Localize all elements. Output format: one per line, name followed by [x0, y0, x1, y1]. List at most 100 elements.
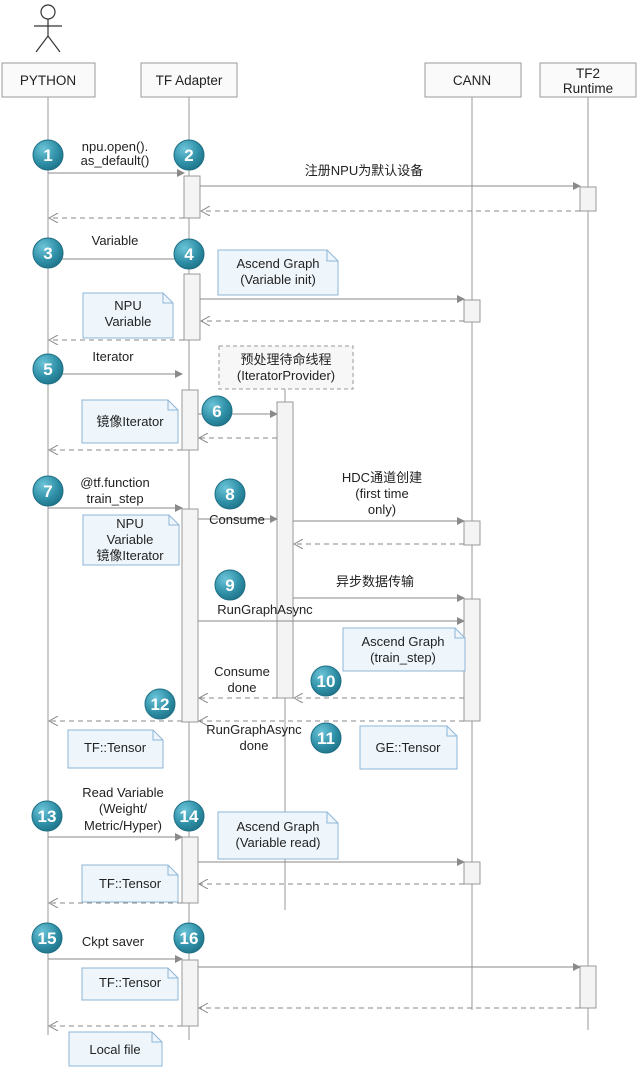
step-number: 15 — [38, 929, 57, 948]
step-badge: 14 — [173, 800, 205, 832]
step-badge-group: 1 2 3 4 5 6 7 8 9 10 11 12 13 14 15 16 — [31, 139, 342, 954]
message-label: train_step — [86, 491, 143, 506]
activation-bar — [463, 520, 481, 546]
activation-bar — [463, 598, 481, 722]
activation-bar — [181, 836, 199, 904]
note-box — [81, 864, 179, 903]
note-text: Variable — [105, 314, 152, 329]
participant-tf2runtime: TF2 Runtime — [539, 62, 637, 98]
step-number: 11 — [317, 729, 335, 748]
note-text: TF::Tensor — [99, 876, 162, 891]
step-number: 5 — [43, 360, 52, 379]
message-label: @tf.function — [80, 475, 150, 490]
note-text: 预处理待命线程 — [240, 352, 331, 367]
step-badge: 15 — [31, 922, 63, 954]
step-number: 2 — [184, 146, 193, 165]
activation-bar — [181, 959, 199, 1027]
actor-icon — [34, 4, 62, 53]
note-box — [67, 729, 164, 769]
message-label: Metric/Hyper) — [84, 818, 162, 833]
step-number: 13 — [38, 807, 57, 826]
message-label: Iterator — [92, 349, 134, 364]
step-badge: 10 — [310, 665, 342, 697]
note-box — [82, 292, 174, 339]
thread-box — [218, 345, 354, 390]
step-number: 3 — [43, 244, 52, 263]
message-label: done — [240, 738, 269, 753]
message-label: 异步数据传输 — [336, 574, 414, 589]
participant-cann: CANN — [424, 62, 522, 98]
activation-bar — [463, 861, 481, 885]
note-text: (Variable read) — [235, 835, 320, 850]
step-number: 9 — [225, 576, 234, 595]
step-number: 7 — [43, 482, 52, 501]
note-box — [81, 967, 179, 1001]
step-badge: 12 — [144, 688, 176, 720]
note-box — [68, 1031, 163, 1067]
note-box — [217, 249, 339, 296]
note-text: Ascend Graph — [236, 819, 319, 834]
activation-bar — [181, 508, 199, 723]
participant-tfadapter: TF Adapter — [140, 62, 238, 98]
step-badge: 2 — [173, 139, 205, 171]
activation-bar — [276, 401, 294, 699]
step-number: 10 — [317, 672, 336, 691]
step-badge: 1 — [32, 139, 64, 171]
note-text: NPU — [114, 298, 141, 313]
step-badge: 13 — [31, 800, 63, 832]
message-label-group: npu.open(). as_default() 注册NPU为默认设备 Vari… — [80, 139, 423, 949]
activation-bar — [579, 186, 597, 212]
note-text: NPU — [116, 516, 143, 531]
step-badge: 9 — [214, 569, 246, 601]
message-label: RunGraphAsync — [206, 722, 302, 737]
step-badge: 3 — [32, 237, 64, 269]
message-label: Read Variable — [82, 785, 163, 800]
note-text-group: Ascend Graph (Variable init) NPU Variabl… — [84, 256, 445, 1057]
message-label: 注册NPU为默认设备 — [305, 163, 423, 178]
step-number: 16 — [180, 929, 199, 948]
step-number: 8 — [225, 485, 234, 504]
note-box — [82, 514, 180, 566]
note-text: (train_step) — [370, 650, 436, 665]
activation-bar — [183, 175, 201, 219]
step-number: 1 — [43, 146, 52, 165]
message-label: RunGraphAsync — [217, 602, 313, 617]
participant-python: PYTHON — [1, 62, 96, 98]
participant-label: CANN — [453, 73, 491, 88]
step-number: 6 — [212, 402, 221, 421]
step-badge: 8 — [214, 478, 246, 510]
participant-label: PYTHON — [20, 73, 76, 88]
step-badge: 11 — [310, 722, 342, 754]
activation-bar — [463, 299, 481, 323]
note-text: 镜像Iterator — [96, 414, 164, 429]
message-label: Consume — [209, 512, 265, 527]
note-text: GE::Tensor — [375, 740, 441, 755]
note-box — [342, 627, 466, 672]
step-badge: 6 — [201, 395, 233, 427]
message-label: only) — [368, 502, 396, 517]
note-box — [359, 725, 458, 770]
message-label: Ckpt saver — [82, 934, 145, 949]
note-text: 镜像Iterator — [96, 548, 164, 563]
message-label: npu.open(). — [82, 139, 149, 154]
participant-label: TF2 — [576, 66, 600, 81]
note-box — [81, 399, 179, 444]
note-text: Ascend Graph — [361, 634, 444, 649]
step-badge: 7 — [32, 475, 64, 507]
step-number: 12 — [151, 695, 170, 714]
activation-bar — [579, 965, 597, 1009]
note-text: TF::Tensor — [84, 740, 147, 755]
participant-label: TF Adapter — [156, 73, 223, 88]
step-number: 14 — [180, 807, 199, 826]
activation-bar — [183, 273, 201, 341]
message-label: HDC通道创建 — [342, 470, 422, 485]
note-text: (Variable init) — [240, 272, 316, 287]
step-badge: 5 — [32, 353, 64, 385]
participant-label: Runtime — [563, 81, 613, 96]
message-label: (first time — [355, 486, 408, 501]
message-label: Consume — [214, 664, 270, 679]
step-number: 4 — [184, 245, 194, 264]
note-text: TF::Tensor — [99, 975, 162, 990]
step-badge: 4 — [173, 238, 205, 270]
